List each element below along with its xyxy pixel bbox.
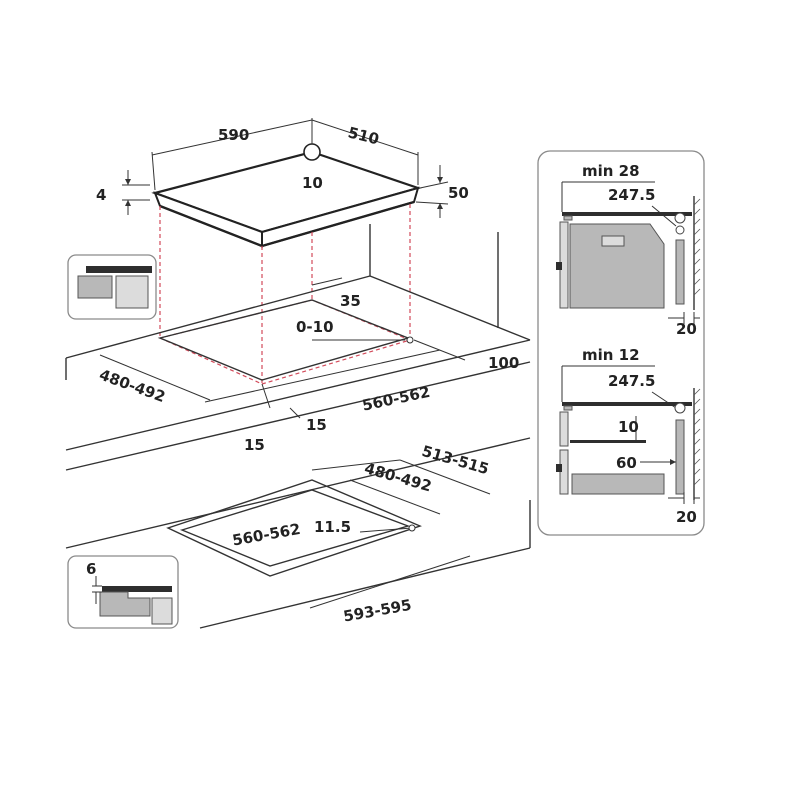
dim-min-gap-28: min 28 (582, 162, 640, 180)
dim-front-margin-b: 15 (306, 416, 327, 434)
dim-min-gap-12: min 12 (582, 346, 640, 364)
dim-hob-depth: 510 (346, 123, 381, 148)
section-oven-below: min 28 247.5 (556, 162, 701, 338)
dim-front-margin-a: 15 (244, 436, 265, 454)
dim-wall-gap-top: 20 (676, 320, 697, 338)
dim-outer-width: 593-595 (342, 596, 413, 626)
dim-radius: 11.5 (314, 518, 351, 536)
dim-panel-top: 247.5 (608, 186, 655, 204)
section-drawer-below: min 12 247.5 10 (556, 346, 701, 526)
dim-hob-width: 590 (218, 126, 249, 144)
inset-surface-detail (67, 254, 157, 320)
dim-inner-depth: 480-492 (362, 459, 433, 495)
dim-wall-clearance: 100 (488, 354, 519, 372)
dim-inner-width: 560-562 (231, 520, 302, 550)
dim-panel-bottom: 247.5 (608, 372, 655, 390)
dim-overall-height: 50 (448, 184, 469, 202)
hob-top-view: 590 510 10 4 50 (96, 118, 469, 384)
dim-rear-gap: 60 (616, 454, 637, 472)
inset-rebate-detail: 6 (67, 555, 179, 629)
dim-corner-radius: 10 (302, 174, 323, 192)
dim-corner-tolerance: 0-10 (296, 318, 334, 336)
dim-cutout-depth: 480-492 (97, 366, 168, 406)
dim-glass-thickness: 4 (96, 186, 106, 204)
side-section-panel: min 28 247.5 (537, 150, 705, 536)
dim-rebate-depth: 6 (86, 560, 96, 578)
dim-cutout-width: 560-562 (361, 383, 432, 415)
dim-rear-clearance: 35 (340, 292, 361, 310)
dim-shelf-gap: 10 (618, 418, 639, 436)
corner-radius-marker (303, 143, 321, 161)
dim-wall-gap-bottom: 20 (676, 508, 697, 526)
dim-outer-depth: 513-515 (420, 442, 491, 478)
